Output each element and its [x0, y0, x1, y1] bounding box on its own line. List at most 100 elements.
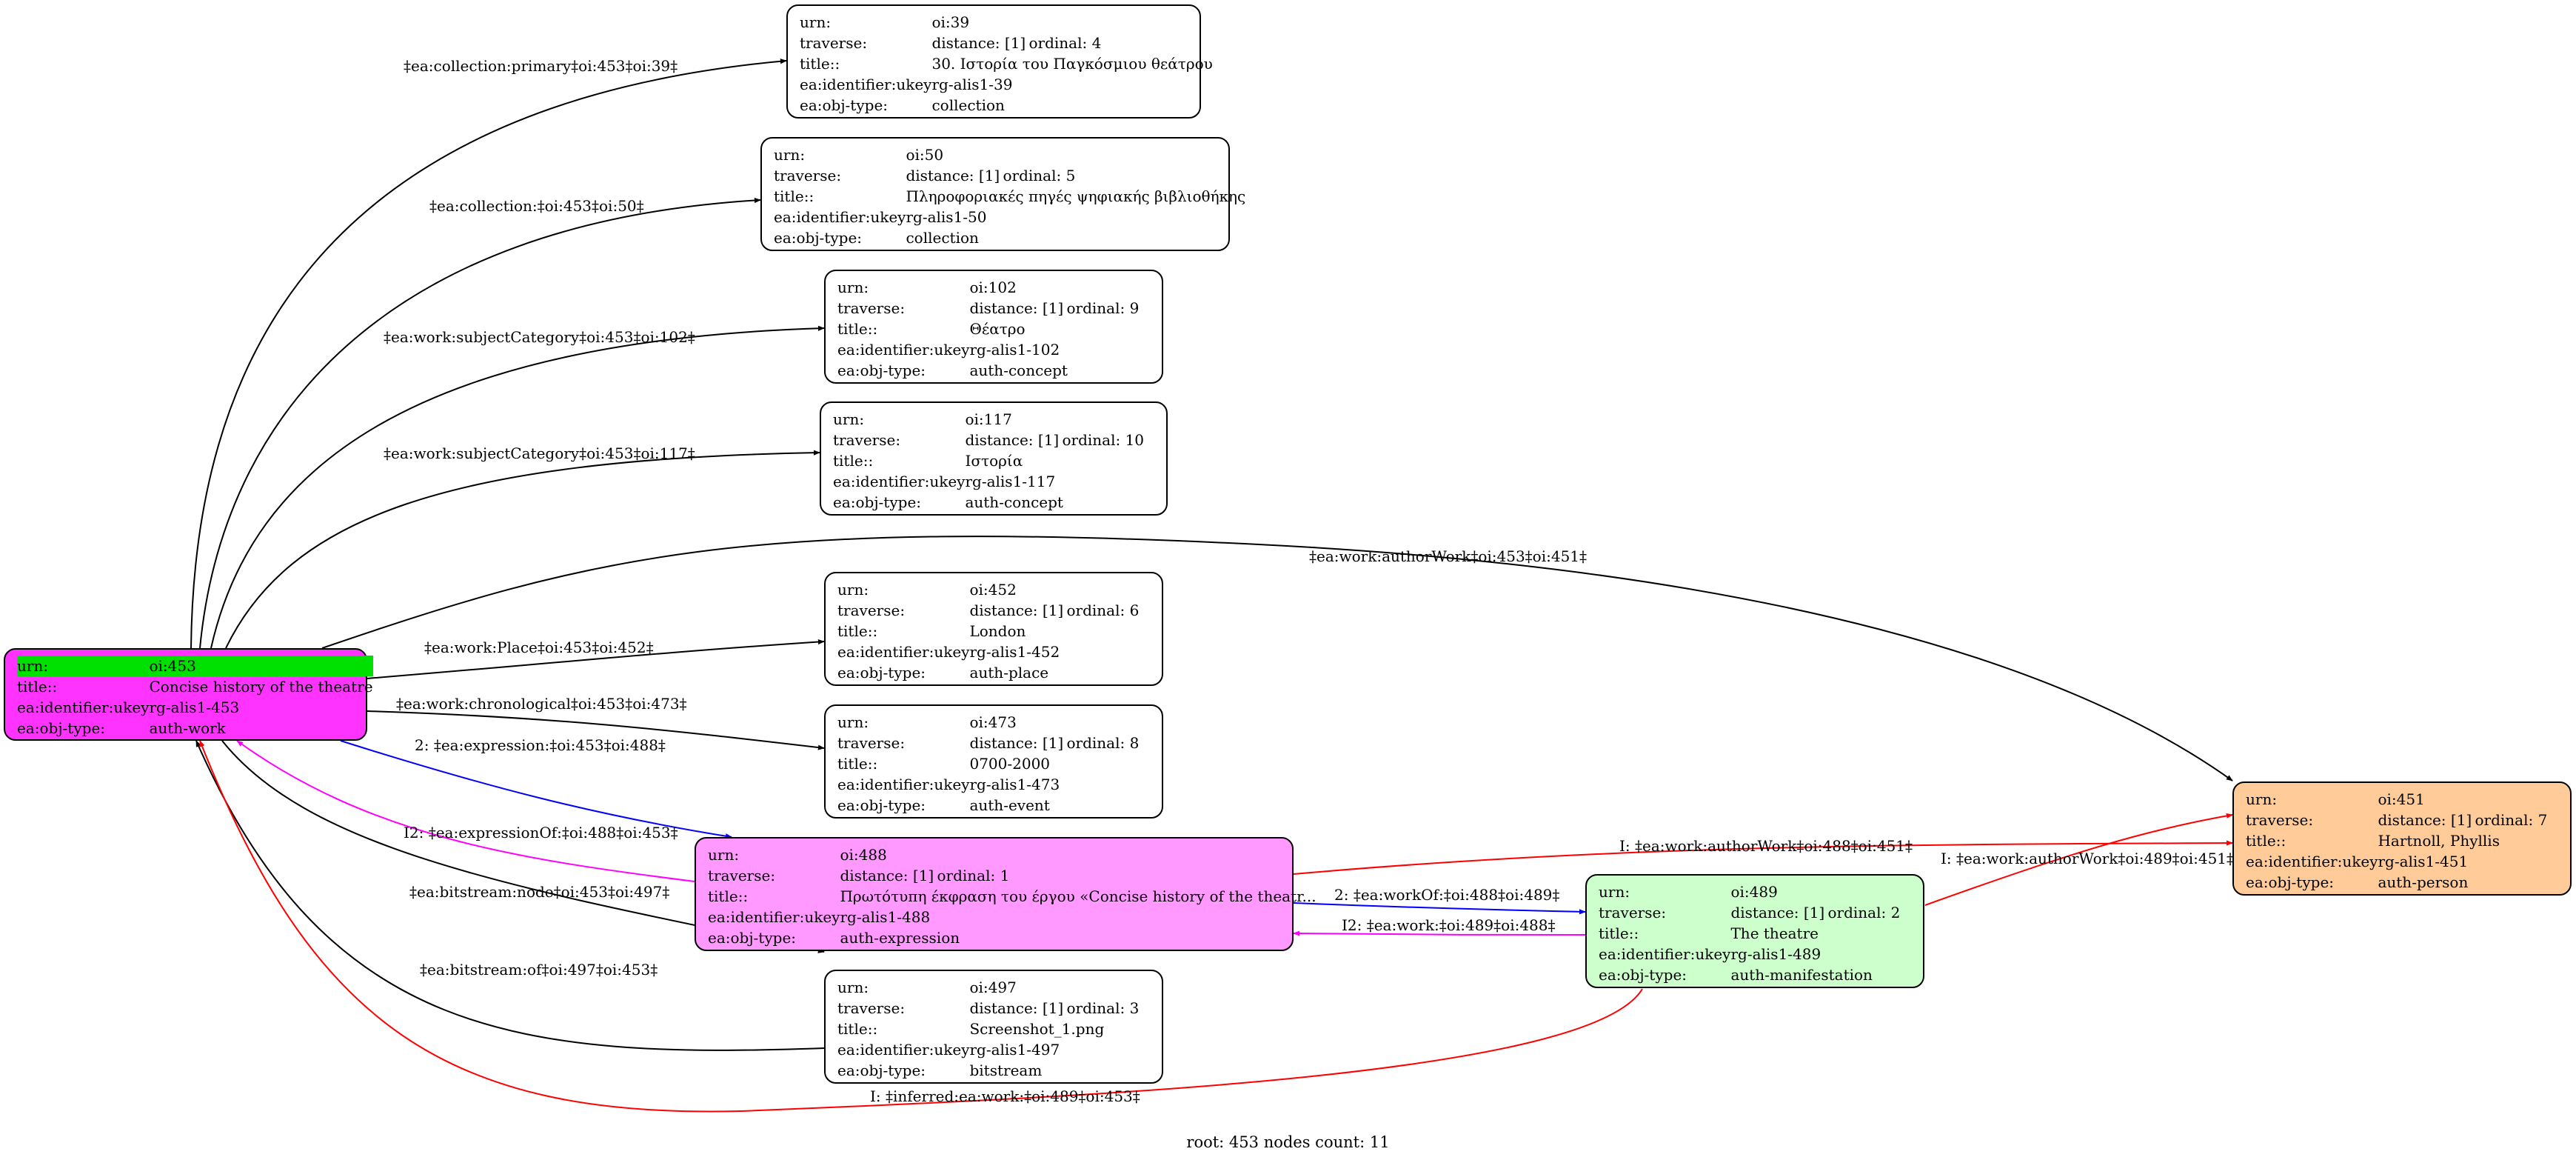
node-oi-39[interactable]: urn:oi:39 traverse:distance: [1]ordinal:…: [786, 4, 1213, 119]
title-value: 30. Ιστορία του Παγκόσμιου θεάτρου: [931, 55, 1213, 73]
traverse-label: traverse:: [837, 734, 906, 752]
edge-label-453-488: 2: ‡ea:expression:‡oi:453‡oi:488‡: [415, 736, 666, 754]
edge-489-451: [1924, 813, 2233, 906]
traverse-label: traverse:: [774, 167, 842, 184]
distance-value: distance: [1]: [969, 601, 1064, 619]
urn-label: urn:: [833, 410, 865, 428]
node-oi-489[interactable]: urn:oi:489 traverse:distance: [1]ordinal…: [1585, 874, 1924, 988]
urn-label: urn:: [837, 713, 869, 731]
objtype-value: auth-event: [969, 796, 1050, 814]
title-label: title::: [774, 187, 814, 205]
title-label: title::: [800, 55, 840, 73]
objtype-label: ea:obj-type:: [1599, 966, 1687, 984]
urn-label: urn:: [774, 146, 806, 164]
objtype-value: collection: [931, 96, 1005, 114]
traverse-label: traverse:: [2246, 811, 2314, 829]
urn-value: oi:50: [906, 146, 944, 164]
urn-label: urn:: [1599, 883, 1630, 901]
distance-value: distance: [1]: [1730, 904, 1825, 921]
objtype-label: ea:obj-type:: [2246, 873, 2335, 891]
objtype-value: auth-manifestation: [1730, 966, 1873, 984]
urn-value: oi:489: [1730, 883, 1778, 901]
node-oi-453-root[interactable]: urn:oi:453 title::Concise history of the…: [4, 648, 373, 741]
objtype-value: auth-place: [969, 664, 1049, 681]
objtype-label: ea:obj-type:: [837, 361, 926, 379]
title-label: title::: [837, 320, 878, 338]
node-oi-452[interactable]: urn:oi:452 traverse:distance: [1]ordinal…: [824, 572, 1163, 686]
urn-value: oi:452: [969, 581, 1017, 599]
edge-label-453-39: ‡ea:collection:primary‡oi:453‡oi:39‡: [404, 57, 678, 75]
urn-label: urn:: [708, 846, 740, 864]
node-oi-451[interactable]: urn:oi:451 traverse:distance: [1]ordinal…: [2232, 781, 2572, 896]
ukey-value: rg-alis1-489: [1730, 945, 1821, 963]
traverse-label: traverse:: [833, 431, 901, 449]
title-value: Ιστορία: [965, 452, 1023, 470]
ukey-label: ea:identifier:ukey: [837, 776, 970, 793]
ordinal-value: ordinal: 1: [937, 867, 1010, 884]
urn-value: oi:497: [969, 979, 1017, 996]
ukey-label: ea:identifier:ukey: [800, 76, 932, 93]
urn-value: oi:451: [2378, 790, 2425, 808]
node-oi-50[interactable]: urn:oi:50 traverse:distance: [1]ordinal:…: [760, 137, 1245, 251]
title-value: Concise history of the theatre: [149, 678, 373, 696]
title-value: London: [969, 622, 1026, 640]
edge-label-453-473: ‡ea:work:chronological‡oi:453‡oi:473‡: [396, 695, 687, 713]
ukey-value: rg-alis1-473: [969, 776, 1060, 793]
ordinal-value: ordinal: 10: [1062, 431, 1145, 449]
edge-label-489-451: I: ‡ea:work:authorWork‡oi:489‡oi:451‡: [1941, 850, 2234, 867]
edge-label-453-451: ‡ea:work:authorWork‡oi:453‡oi:451‡: [1309, 547, 1587, 565]
ukey-value: rg-alis1-453: [149, 699, 240, 716]
objtype-value: auth-concept: [965, 493, 1063, 511]
ukey-value: rg-alis1-497: [969, 1041, 1060, 1059]
title-value: Πληροφοριακές πηγές ψηφιακής βιβλιοθήκης: [906, 187, 1246, 205]
urn-label: urn:: [837, 979, 869, 996]
traverse-label: traverse:: [837, 601, 906, 619]
edge-497-453: [195, 740, 825, 1051]
node-oi-488[interactable]: urn: oi:488 traverse: distance: [1]ordinal…: [695, 837, 1317, 951]
edge-453-451: [321, 536, 2233, 781]
node-oi-473[interactable]: urn:oi:473 traverse:distance: [1]ordinal…: [824, 704, 1163, 819]
edge-453-473: [367, 710, 825, 750]
distance-value: distance: [1]: [969, 299, 1064, 317]
edge-label-453-452: ‡ea:work:Place‡oi:453‡oi:452‡: [424, 639, 654, 656]
distance-value: distance: [1]: [969, 999, 1064, 1017]
ukey-label: ea:identifier:ukey: [17, 699, 150, 716]
distance-value: distance: [1]: [931, 34, 1026, 52]
title-label: title::: [17, 678, 58, 696]
ukey-value: rg-alis1-117: [965, 473, 1056, 490]
traverse-label: traverse:: [1599, 904, 1667, 921]
urn-label: urn:: [837, 581, 869, 599]
objtype-label: ea:obj-type:: [833, 493, 922, 511]
node-oi-102[interactable]: urn:oi:102 traverse:distance: [1]ordinal…: [824, 270, 1163, 384]
node-oi-497[interactable]: urn:oi:497 traverse:distance: [1]ordinal…: [824, 970, 1163, 1084]
title-label: title::: [2246, 832, 2286, 850]
objtype-label: ea:obj-type:: [708, 929, 797, 947]
node-oi-117[interactable]: urn:oi:117 traverse:distance: [1]ordinal…: [820, 401, 1168, 516]
objtype-value: auth-work: [149, 719, 226, 737]
distance-value: distance: [1]: [840, 867, 934, 884]
ordinal-value: ordinal: 3: [1066, 999, 1140, 1017]
edge-453-39: [190, 59, 787, 649]
edge-label-488-489: 2: ‡ea:workOf:‡oi:488‡oi:489‡: [1334, 886, 1559, 904]
ukey-label: ea:identifier:ukey: [837, 1041, 970, 1059]
title-value: Screenshot_1.png: [969, 1020, 1105, 1038]
edge-453-452: [367, 639, 825, 679]
ukey-label: ea:identifier:ukey: [837, 643, 970, 661]
urn-value: oi:117: [965, 410, 1012, 428]
traverse-label: traverse:: [708, 867, 776, 884]
edge-489-488: [1293, 930, 1586, 936]
urn-value: oi:102: [969, 279, 1017, 296]
title-label: title::: [837, 1020, 878, 1038]
title-label: title::: [833, 452, 874, 470]
objtype-label: ea:obj-type:: [837, 796, 926, 814]
distance-value: distance: [1]: [906, 167, 1000, 184]
objtype-value: bitstream: [969, 1061, 1043, 1079]
edge-453-50: [199, 197, 761, 649]
urn-label: urn:: [837, 279, 869, 296]
ordinal-value: ordinal: 7: [2475, 811, 2548, 829]
edge-489-453: [199, 740, 1643, 1113]
urn-label: urn:: [800, 13, 832, 31]
urn-value: oi:488: [840, 846, 887, 864]
ukey-label: ea:identifier:ukey: [833, 473, 966, 490]
